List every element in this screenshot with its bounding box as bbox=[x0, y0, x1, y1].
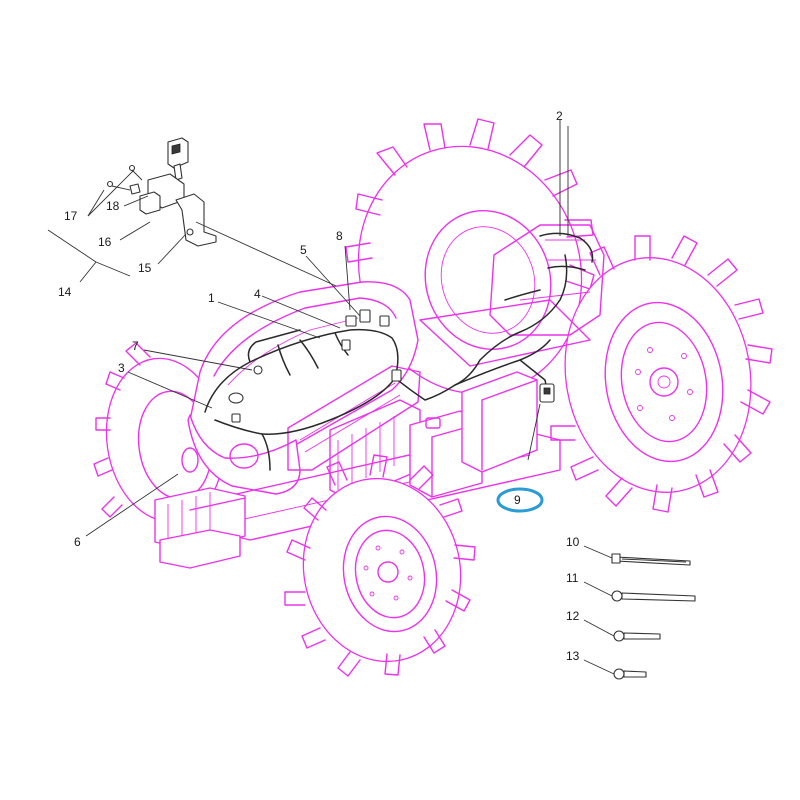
callout-10: 10 bbox=[566, 535, 580, 549]
callout-6: 6 bbox=[74, 535, 81, 549]
callout-4: 4 bbox=[254, 287, 261, 301]
callout-13: 13 bbox=[566, 649, 580, 663]
callout-2: 2 bbox=[556, 109, 563, 123]
callout-8: 8 bbox=[336, 229, 343, 243]
callout-9: 9 bbox=[514, 493, 521, 507]
rear-wheel-front bbox=[550, 235, 773, 513]
callout-7: 7 bbox=[132, 339, 139, 353]
leader-lines bbox=[47, 126, 615, 675]
callout-15: 15 bbox=[138, 261, 152, 275]
highlight-ring bbox=[496, 487, 544, 513]
tractor-body bbox=[154, 281, 561, 569]
callout-17: 17 bbox=[64, 209, 78, 223]
callout-labels: 1 2 3 4 5 6 7 8 9 10 11 12 13 14 15 16 1… bbox=[58, 109, 580, 663]
callout-14: 14 bbox=[58, 285, 72, 299]
cab-frame bbox=[419, 224, 605, 367]
callout-5: 5 bbox=[300, 243, 307, 257]
callout-16: 16 bbox=[98, 235, 112, 249]
wiring-harness bbox=[204, 120, 594, 471]
cable-ties bbox=[611, 553, 696, 680]
callout-11: 11 bbox=[566, 571, 579, 585]
callout-18: 18 bbox=[106, 199, 120, 213]
sensor-assembly bbox=[106, 137, 217, 247]
callout-3: 3 bbox=[118, 361, 125, 375]
front-wheel-front bbox=[284, 454, 476, 677]
callout-1: 1 bbox=[208, 291, 215, 305]
callout-12: 12 bbox=[566, 609, 580, 623]
